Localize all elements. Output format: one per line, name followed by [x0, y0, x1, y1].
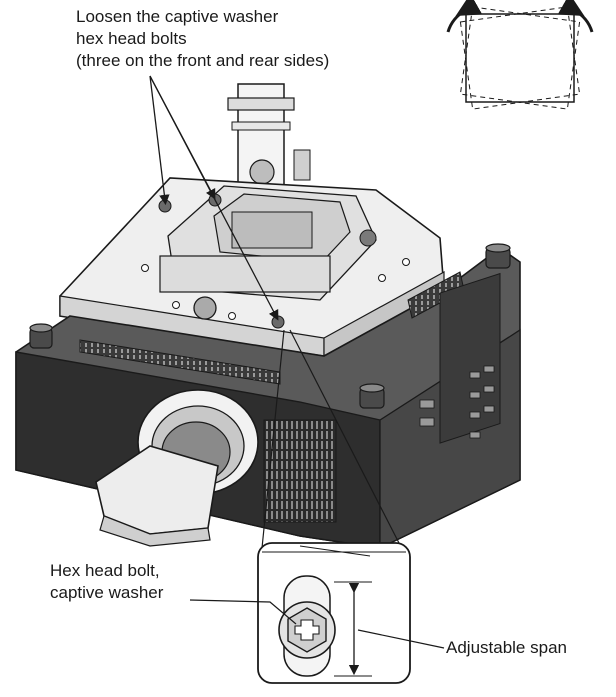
- projector-feet: [29, 243, 511, 409]
- mounting-plate: [59, 177, 445, 358]
- rear-adjust-knob: [359, 229, 377, 247]
- side-ports: [419, 365, 495, 439]
- rotation-indicator: [446, 0, 594, 110]
- rotation-frame-dashed-right: [459, 6, 581, 110]
- adjustable-span-label: Adjustable span: [446, 638, 567, 657]
- hex-bolt-1: [158, 199, 172, 213]
- loosen-label-line-1: Loosen the captive washer: [76, 7, 279, 26]
- hex-bolt-3: [271, 315, 285, 329]
- foot-front-left: [29, 323, 53, 349]
- pipe-knob: [249, 159, 275, 185]
- hex-bolt-label: Hex head bolt, captive washer: [50, 560, 163, 604]
- foot-rear-right: [485, 243, 511, 269]
- bolt-inset: [257, 542, 411, 684]
- projector-lens: [95, 389, 259, 547]
- hex-bolt-label-line-1: Hex head bolt,: [50, 561, 160, 580]
- inset-frame: [257, 542, 411, 684]
- rotation-frame-solid: [465, 13, 575, 103]
- plate-hole: [172, 301, 180, 309]
- rotate-left-arrow-icon: [446, 0, 483, 33]
- front-adjust-knob: [193, 296, 217, 320]
- rotation-frame-dashed-left: [459, 6, 581, 110]
- cross-recess-icon: [294, 619, 320, 641]
- pipe-bolt: [293, 149, 311, 181]
- plate-hole: [228, 312, 236, 320]
- rotate-right-arrow-icon: [557, 0, 594, 33]
- hex-bolt-label-line-2: captive washer: [50, 583, 164, 602]
- inset-callout-lines: [261, 329, 401, 549]
- bottom-label-leaders: [189, 599, 445, 649]
- foot-front-right: [359, 383, 385, 409]
- plate-hole: [141, 264, 149, 272]
- loosen-label-line-2: hex head bolts: [76, 29, 187, 48]
- plate-hole: [402, 258, 410, 266]
- loosen-label-line-3: (three on the front and rear sides): [76, 51, 330, 70]
- ceiling-pipe: [227, 83, 311, 205]
- plate-hole: [378, 274, 386, 282]
- top-label-leaders: [149, 75, 279, 321]
- loosen-bolts-label: Loosen the captive washer hex head bolts…: [76, 6, 329, 72]
- front-vent-grille: [263, 419, 337, 523]
